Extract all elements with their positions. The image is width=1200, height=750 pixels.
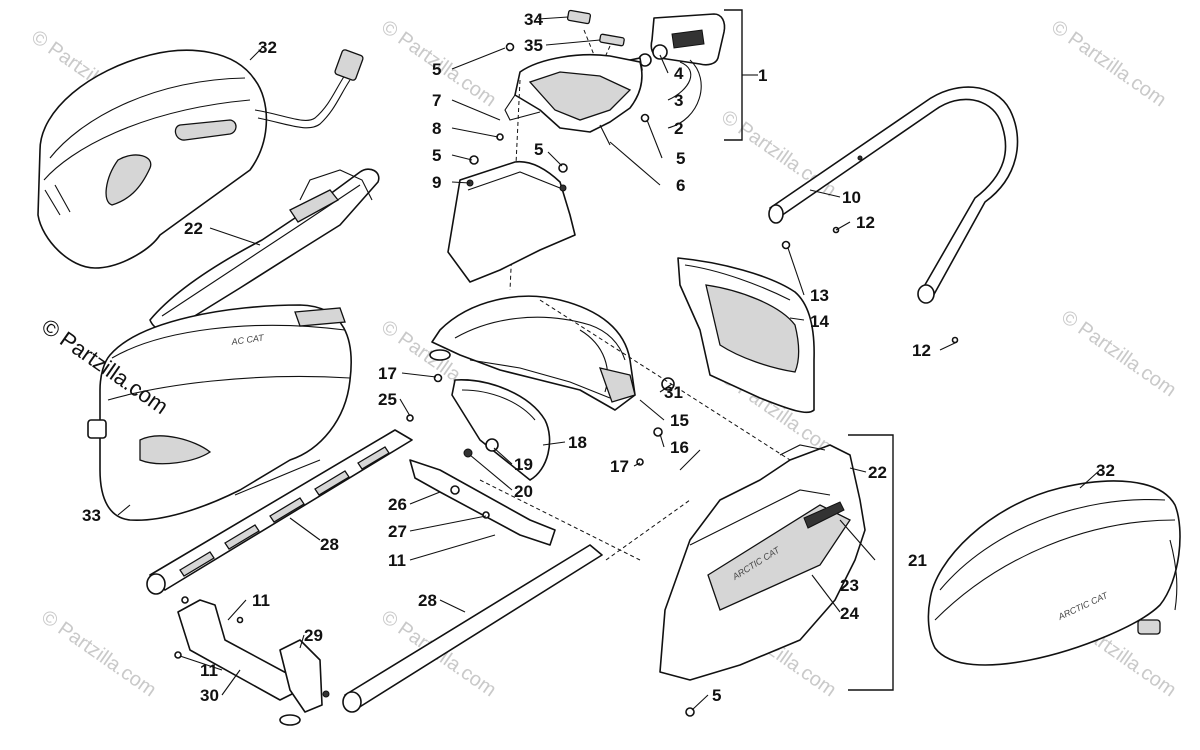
callout-28: 28: [418, 591, 437, 610]
callout-5: 5: [534, 140, 543, 159]
callout-22: 22: [868, 463, 887, 482]
watermark: © Partzilla.com: [1047, 16, 1170, 111]
callout-3: 3: [674, 91, 683, 110]
callout-9: 9: [432, 173, 441, 192]
callout-12: 12: [856, 213, 875, 232]
upper-mud-flap: [447, 160, 576, 283]
callout-11: 11: [200, 661, 218, 680]
callout-31: 31: [664, 383, 683, 402]
callout-17: 17: [610, 457, 629, 476]
side-panel-lower-right: ARCTIC CAT: [659, 444, 866, 681]
callout-11: 11: [388, 551, 406, 570]
callout-20: 20: [514, 482, 533, 501]
rail-slots: [179, 446, 390, 577]
callout-28: 28: [320, 535, 339, 554]
watermark: © Partzilla.com: [1057, 306, 1180, 401]
callout-27: 27: [388, 522, 407, 541]
callout-22: 22: [184, 219, 203, 238]
callout-15: 15: [670, 411, 689, 430]
callout-25: 25: [378, 390, 397, 409]
callout-19: 19: [514, 455, 533, 474]
callout-33: 33: [82, 506, 101, 525]
taillight-housing: [504, 53, 643, 291]
callout-1: 1: [758, 66, 767, 85]
callout-10: 10: [842, 188, 861, 207]
seat-trunk: AC CAT: [87, 304, 352, 522]
leader-lines: [117, 16, 1101, 711]
watermark: © Partzilla.com: [37, 606, 160, 701]
callout-17: 17: [378, 364, 397, 383]
callout-29: 29: [304, 626, 323, 645]
mount-bracket: [409, 459, 556, 546]
lower-mud-flap: [451, 379, 551, 481]
callout-4: 4: [674, 64, 684, 83]
callout-5: 5: [676, 149, 685, 168]
rail-upper: [146, 429, 413, 595]
callout-24: 24: [840, 604, 859, 623]
callout-7: 7: [432, 91, 441, 110]
callout-5: 5: [712, 686, 721, 705]
saddle-bag-left: [37, 49, 364, 269]
hardware: [174, 42, 959, 726]
callout-32: 32: [1096, 461, 1115, 480]
callout-6: 6: [676, 176, 685, 195]
callout-14: 14: [810, 312, 829, 331]
side-panel-upper-right: [677, 257, 815, 414]
callout-11: 11: [252, 591, 270, 610]
callout-34: 34: [524, 10, 543, 29]
callout-21: 21: [908, 551, 927, 570]
callout-18: 18: [568, 433, 587, 452]
lower-bracket: [177, 599, 330, 713]
rear-fender: [431, 295, 636, 411]
callout-23: 23: [840, 576, 859, 595]
callout-35: 35: [524, 36, 543, 55]
callout-5: 5: [432, 146, 441, 165]
callout-30: 30: [200, 686, 219, 705]
callout-2: 2: [674, 119, 683, 138]
grab-bar: [768, 86, 1019, 304]
callout-26: 26: [388, 495, 407, 514]
callout-16: 16: [670, 438, 689, 457]
seat-logo-text: AC CAT: [230, 332, 266, 347]
callout-13: 13: [810, 286, 829, 305]
saddle-bag-right: ARCTIC CAT: [927, 480, 1181, 666]
callout-8: 8: [432, 119, 441, 138]
callout-12: 12: [912, 341, 931, 360]
callout-labels: 34 35 1 4 3 2 5 7 8 5 9 5 5 6 10 12 13 1…: [82, 10, 1115, 705]
callout-5: 5: [432, 60, 441, 79]
rail-lower: [342, 544, 603, 713]
callout-32: 32: [258, 38, 277, 57]
